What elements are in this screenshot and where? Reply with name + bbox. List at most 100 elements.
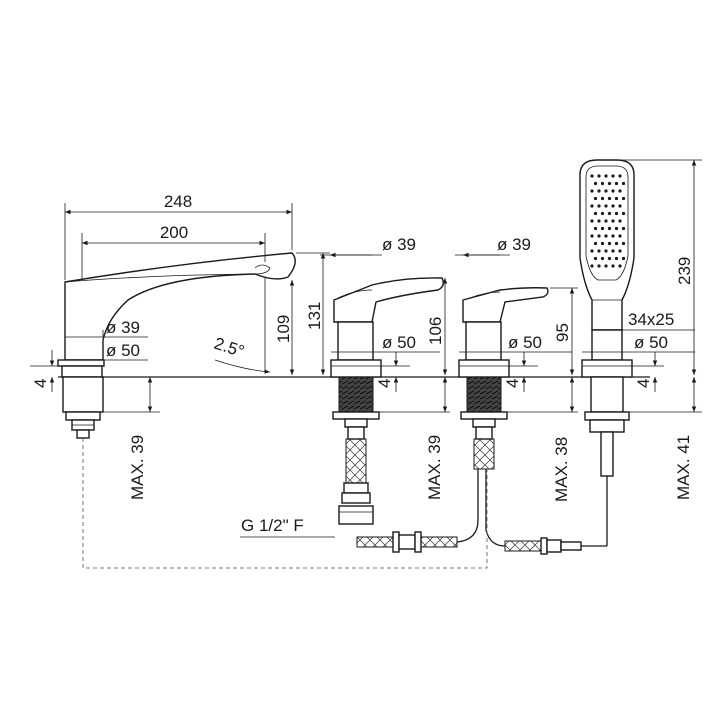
- nozzle-dot: [597, 204, 601, 208]
- mixer-1-thread: [338, 376, 374, 413]
- dim-mixer1-max-deck: MAX. 39: [425, 435, 444, 500]
- nozzle-dot: [621, 211, 626, 216]
- dim-spout-angle: 2.5°: [212, 334, 247, 361]
- nozzle-dot: [604, 234, 608, 238]
- nozzle-dot: [590, 219, 594, 223]
- nozzle-dot: [600, 196, 605, 201]
- nozzle-dot: [597, 189, 601, 193]
- nozzle-dot: [618, 204, 622, 208]
- dim-mixer2-max-deck: MAX. 38: [552, 437, 571, 502]
- shower-nozzles: [590, 174, 626, 268]
- nozzle-dot: [621, 256, 626, 261]
- nozzle-dot: [618, 234, 622, 238]
- nozzle-dot: [597, 249, 601, 253]
- nozzle-dot: [600, 241, 605, 246]
- dim-shower-max-deck: MAX. 41: [674, 435, 693, 500]
- nozzle-dot: [593, 256, 598, 261]
- nozzle-dot: [618, 249, 622, 253]
- nozzle-dot: [607, 211, 612, 216]
- nozzle-dot: [600, 256, 605, 261]
- hand-shower: [579, 159, 635, 477]
- nozzle-dot: [593, 196, 598, 201]
- nozzle-dot: [590, 174, 594, 178]
- nozzle-dot: [611, 249, 615, 253]
- nozzle-dot: [600, 226, 605, 231]
- dim-mixer2-base-dia: ø 50: [508, 333, 542, 352]
- dashed-connection: [82, 438, 488, 569]
- nozzle-dot: [607, 181, 612, 186]
- nozzle-dot: [611, 234, 615, 238]
- nozzle-dot: [593, 226, 598, 231]
- nozzle-dot: [590, 264, 594, 268]
- nozzle-dot: [611, 219, 615, 223]
- nozzle-dot: [604, 204, 608, 208]
- nozzle-dot: [618, 264, 622, 268]
- nozzle-dot: [614, 256, 619, 261]
- nozzle-dot: [604, 174, 608, 178]
- nozzle-dot: [604, 249, 608, 253]
- nozzle-dot: [621, 226, 626, 231]
- mixer-2-hose: [473, 438, 495, 470]
- nozzle-dot: [590, 189, 594, 193]
- nozzle-dot: [614, 181, 619, 186]
- dim-shower-base-dia: ø 50: [634, 333, 668, 352]
- nozzle-dot: [621, 241, 626, 246]
- nozzle-dot: [607, 241, 612, 246]
- mixer-1: [330, 277, 445, 525]
- dim-spout-length: 248: [164, 192, 192, 211]
- dim-mixer1-base-dia: ø 50: [382, 333, 416, 352]
- nozzle-dot: [611, 264, 615, 268]
- nozzle-dot: [614, 226, 619, 231]
- spout: [57, 252, 296, 439]
- nozzle-dot: [604, 219, 608, 223]
- dim-mixer1-thickness: 4: [375, 379, 394, 388]
- nozzle-dot: [614, 196, 619, 201]
- nozzle-dot: [607, 226, 612, 231]
- dim-mixer2-height: 95: [553, 323, 572, 342]
- nozzle-dot: [614, 241, 619, 246]
- dim-spout-height-total: 131: [305, 302, 324, 330]
- nozzle-dot: [597, 219, 601, 223]
- dim-spout-thickness: 4: [31, 379, 50, 388]
- nozzle-dot: [611, 189, 615, 193]
- nozzle-dot: [593, 211, 598, 216]
- dim-shower-handle: 34x25: [628, 310, 674, 329]
- dim-hose-thread: G 1/2" F: [241, 516, 304, 535]
- nozzle-dot: [604, 189, 608, 193]
- dim-spout-base-dia: ø 50: [106, 341, 140, 360]
- nozzle-dot: [618, 219, 622, 223]
- mixer-2: [458, 287, 549, 470]
- dim-shower-thickness: 4: [634, 379, 653, 388]
- mixer-2-thread: [466, 376, 502, 413]
- mixer-1-hose: [345, 438, 367, 484]
- nozzle-dot: [590, 249, 594, 253]
- nozzle-dot: [614, 211, 619, 216]
- nozzle-dot: [597, 234, 601, 238]
- dim-spout-max-deck: MAX. 39: [128, 435, 147, 500]
- nozzle-dot: [607, 196, 612, 201]
- dim-spout-height-outlet: 109: [274, 315, 293, 343]
- nozzle-dot: [611, 174, 615, 178]
- nozzle-dot: [600, 181, 605, 186]
- nozzle-dot: [604, 264, 608, 268]
- nozzle-dot: [593, 241, 598, 246]
- dim-mixer2-top-dia: ø 39: [497, 235, 531, 254]
- nozzle-dot: [590, 204, 594, 208]
- nozzle-dot: [618, 189, 622, 193]
- nozzle-dot: [597, 174, 601, 178]
- dim-shower-height: 239: [675, 257, 694, 285]
- dim-mixer2-thickness: 4: [503, 379, 522, 388]
- nozzle-dot: [600, 211, 605, 216]
- nozzle-dot: [593, 181, 598, 186]
- nozzle-dot: [607, 256, 612, 261]
- dim-mixer1-height: 106: [426, 317, 445, 345]
- dim-spout-neck-dia: ø 39: [106, 318, 140, 337]
- dim-spout-reach: 200: [160, 223, 188, 242]
- nozzle-dot: [590, 234, 594, 238]
- nozzle-dot: [621, 181, 626, 186]
- connection-hoses: [356, 469, 608, 555]
- dim-mixer1-top-dia: ø 39: [382, 235, 416, 254]
- nozzle-dot: [611, 204, 615, 208]
- nozzle-dot: [597, 264, 601, 268]
